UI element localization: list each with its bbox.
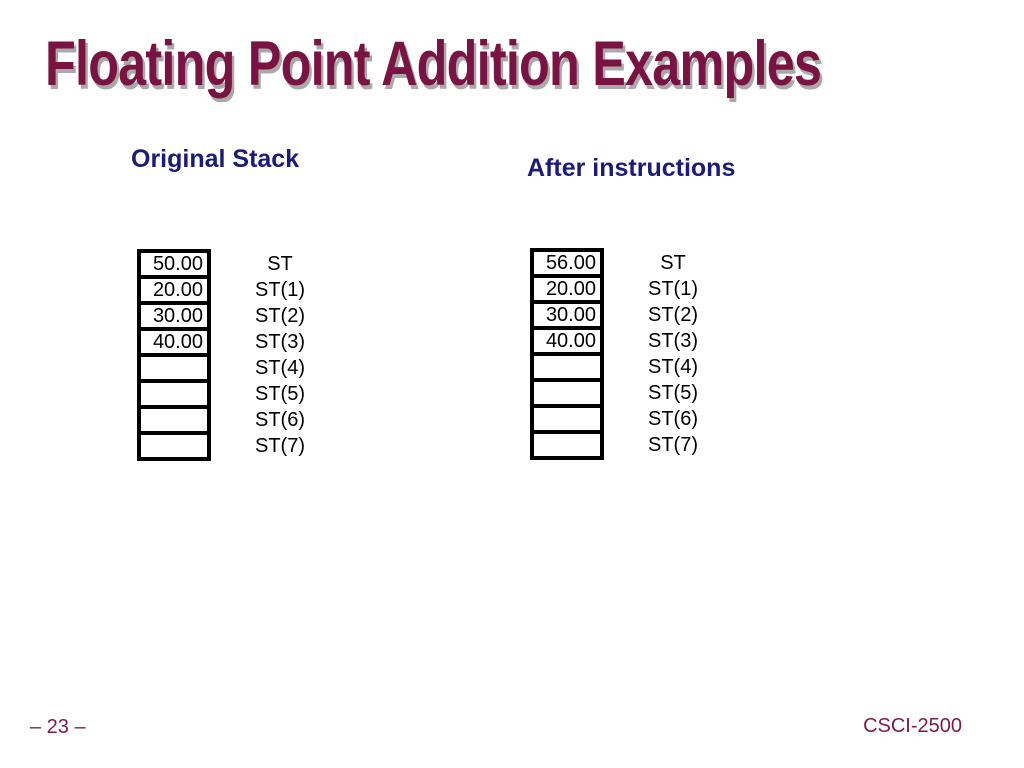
stack-cell: 40.00 [141,331,207,357]
stack-cell [141,409,207,435]
stack-register-label: ST(4) [255,357,305,379]
stack-cell: 56.00 [534,252,600,278]
stack-cell: 30.00 [141,305,207,331]
stack-register-label: ST(2) [255,305,305,327]
stack-register-label: ST(6) [255,409,305,431]
stack-register-label: ST(5) [648,382,698,404]
stack-cell [534,434,600,456]
stack-register-label: ST(7) [648,434,698,456]
stack-register-label: ST [660,252,686,274]
stack-register-label: ST(6) [648,408,698,430]
stack-cell [534,408,600,434]
stack-register-labels: ST ST(1) ST(2) ST(3) ST(4) ST(5) ST(6) ST(7) [630,250,716,458]
stack-cell: 20.00 [141,279,207,305]
stack-cell: 30.00 [534,304,600,330]
stack-cell [141,383,207,409]
stack-register-label: ST(2) [648,304,698,326]
stack-register-label: ST(1) [255,279,305,301]
stack-cell [534,356,600,382]
stack-cell: 40.00 [534,330,600,356]
footer-page-number: – 23 – [30,716,86,738]
stack-cell: 50.00 [141,253,207,279]
stack-cell [141,357,207,383]
stack-register-label: ST(3) [255,331,305,353]
stack-register-label: ST [267,253,293,275]
stack-cell [534,382,600,408]
stack-register-labels: ST ST(1) ST(2) ST(3) ST(4) ST(5) ST(6) ST(7) [237,251,323,459]
slide-title: Floating Point Addition Examples [45,29,822,99]
stack-register-label: ST(1) [648,278,698,300]
stack-cell: 20.00 [534,278,600,304]
stack-register-label: ST(4) [648,356,698,378]
stack-register-label: ST(7) [255,435,305,457]
stack-register-label: ST(5) [255,383,305,405]
section-heading-original-stack: Original Stack [131,145,300,173]
stack-register-label: ST(3) [648,330,698,352]
stack-cell [141,435,207,457]
section-heading-after-instructions: After instructions [527,154,736,182]
footer-course-code: CSCI-2500 [863,715,962,737]
